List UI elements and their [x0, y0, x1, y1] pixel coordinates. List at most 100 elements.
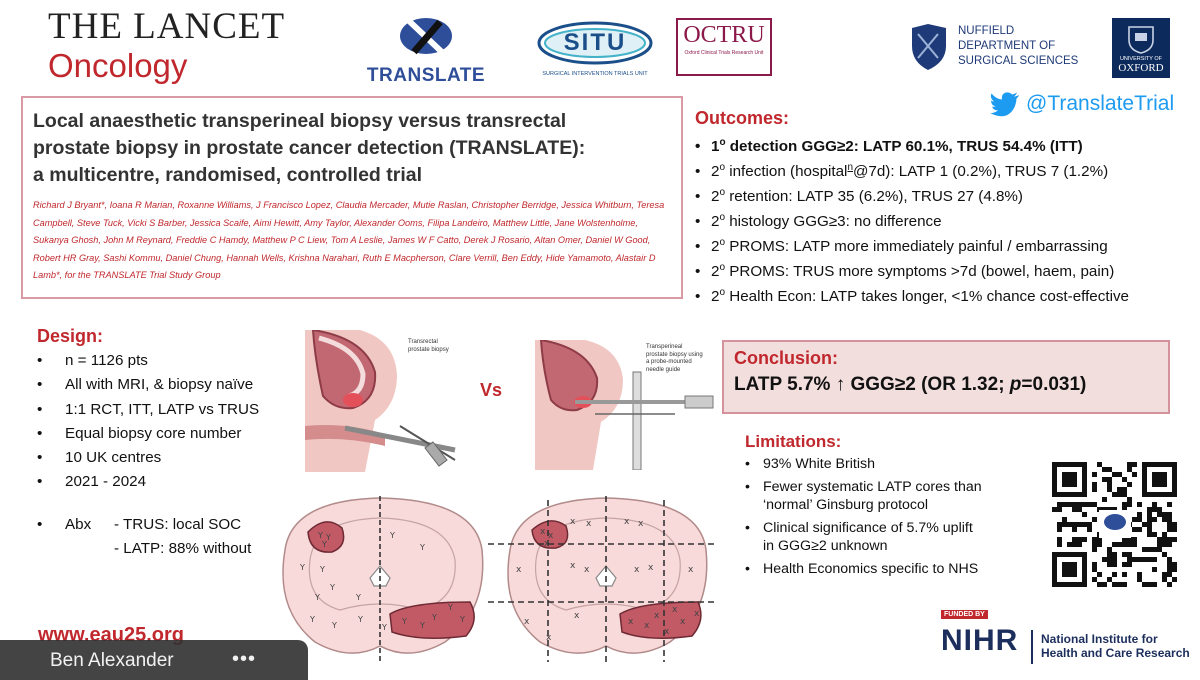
svg-text:x: x	[654, 611, 660, 621]
svg-text:x: x	[688, 565, 694, 575]
svg-text:x: x	[516, 565, 522, 575]
oxford-crest-icon	[1128, 26, 1154, 54]
svg-text:Y: Y	[389, 531, 395, 540]
speaker-name: Ben Alexander	[50, 650, 174, 671]
paper-title: Local anaesthetic transperineal biopsy v…	[33, 108, 671, 189]
svg-text:Y: Y	[431, 613, 437, 622]
paper-title-line-3: a multicentre, randomised, controlled tr…	[33, 164, 423, 186]
transperineal-caption: Transperineal prostate biopsy using a pr…	[646, 344, 703, 374]
octru-subtitle: Oxford Clinical Trials Research Unit	[684, 50, 764, 56]
svg-text:x: x	[680, 617, 686, 627]
paper-title-line-2: prostate biopsy in prostate cancer detec…	[33, 137, 586, 159]
qr-code[interactable]	[1049, 460, 1181, 590]
nihr-wordmark: NIHR	[941, 624, 1019, 657]
conclusion-text: LATP 5.7% ↑ GGG≥2 (OR 1.32; p=0.031)	[734, 374, 1087, 395]
limitation-item: Fewer systematic LATP cores than‘normal’…	[745, 478, 1045, 515]
transperineal-caption-line-1: Transperineal	[646, 344, 683, 350]
outcome-item: 2o PROMS: TRUS more symptoms >7d (bowel,…	[695, 259, 1200, 284]
outcome-item: 2o retention: LATP 35 (6.2%), TRUS 27 (4…	[695, 184, 1200, 209]
situ-logo-text: SITU	[563, 29, 627, 56]
limitation-item: 93% White British	[745, 455, 1045, 474]
design-list: n = 1126 pts All with MRI, & biopsy naïv…	[37, 349, 307, 495]
svg-text:Y: Y	[329, 583, 335, 592]
outcomes-heading: Outcomes:	[695, 108, 790, 128]
nuffield-line-1: NUFFIELD	[958, 25, 1015, 37]
nihr-divider	[1031, 630, 1033, 664]
abx-trus: - TRUS: local SOC	[114, 516, 242, 533]
svg-text:x: x	[540, 527, 546, 537]
oxford-line-2: OXFORD	[1118, 62, 1164, 74]
oxford-logo: UNIVERSITY OF OXFORD	[1112, 18, 1170, 78]
svg-text:x: x	[524, 617, 530, 627]
paper-title-line-1: Local anaesthetic transperineal biopsy v…	[33, 110, 567, 132]
vs-label: Vs	[480, 380, 503, 400]
outcome-item: 2o infection (hospitaln@7d): LATP 1 (0.2…	[695, 159, 1200, 184]
svg-text:Y: Y	[419, 543, 425, 552]
svg-text:x: x	[694, 609, 700, 619]
qr-code-icon	[1052, 462, 1177, 587]
outcome-item: 2o PROMS: LATP more immediately painful …	[695, 234, 1200, 259]
twitter-handle: @TranslateTrial	[1026, 92, 1175, 115]
svg-text:Y: Y	[459, 615, 465, 624]
limitations-heading: Limitations:	[745, 432, 842, 451]
situ-logo-swoosh	[537, 21, 653, 65]
lancet-title: THE LANCET	[48, 6, 286, 47]
svg-text:Y: Y	[401, 617, 407, 626]
limitations-list: 93% White British Fewer systematic LATP …	[745, 455, 1045, 578]
transperineal-illustration	[535, 340, 714, 470]
paper-authors: Richard J Bryant*, Ioana R Marian, Roxan…	[33, 200, 665, 280]
design-item: 2021 - 2024	[37, 470, 307, 495]
translate-logo-text: TRANSLATE	[366, 65, 486, 86]
conclusion-box: Conclusion: LATP 5.7% ↑ GGG≥2 (OR 1.32; …	[722, 340, 1170, 414]
svg-text:x: x	[664, 627, 670, 637]
abx-label: Abx	[65, 516, 92, 533]
svg-text:x: x	[570, 517, 576, 527]
lancet-logo: THE LANCET Oncology	[48, 8, 308, 90]
nuffield-line-3: SURGICAL SCIENCES	[958, 55, 1079, 67]
svg-text:Y: Y	[299, 563, 305, 572]
translate-logo-icon	[400, 17, 452, 57]
octru-logo-text: OCTRU	[683, 22, 765, 48]
twitter-handle-row[interactable]: @TranslateTrial	[990, 90, 1195, 120]
situ-subtitle: SURGICAL INTERVENTION TRIALS UNIT	[542, 71, 648, 77]
svg-text:x: x	[672, 605, 678, 615]
nihr-funded-by: FUNDED BY	[941, 610, 988, 619]
svg-text:Y: Y	[357, 615, 363, 624]
svg-text:x: x	[546, 633, 552, 643]
svg-text:x: x	[638, 519, 644, 529]
svg-text:Y: Y	[314, 593, 320, 602]
octru-logo: OCTRU Oxford Clinical Trials Research Un…	[676, 18, 772, 76]
svg-text:x: x	[586, 519, 592, 529]
svg-text:x: x	[570, 561, 576, 571]
nuffield-crest-icon	[912, 24, 946, 70]
svg-text:Y: Y	[319, 565, 325, 574]
svg-text:x: x	[634, 565, 640, 575]
transperineal-caption-line-3: a probe-mounted	[646, 359, 692, 365]
abx-bullet: •	[37, 516, 43, 533]
nihr-name-line-2: Health and Care Research	[1041, 646, 1190, 660]
svg-text:Y: Y	[321, 540, 327, 549]
transrectal-caption: Transrectal prostate biopsy	[408, 338, 449, 354]
translate-logo: TRANSLATE	[356, 14, 496, 86]
transrectal-caption-line-1: Transrectal	[408, 339, 438, 345]
speaker-tile[interactable]: Ben Alexander •••	[0, 640, 308, 680]
outcomes-list: 1o detection GGG≥2: LATP 60.1%, TRUS 54.…	[695, 134, 1200, 309]
oxford-line-1: UNIVERSITY OF	[1119, 56, 1163, 62]
conclusion-heading: Conclusion:	[734, 348, 838, 368]
svg-text:x: x	[648, 563, 654, 573]
more-options-button[interactable]: •••	[232, 648, 257, 670]
svg-text:x: x	[644, 621, 650, 631]
svg-text:Y: Y	[447, 603, 453, 612]
svg-text:Y: Y	[309, 615, 315, 624]
svg-text:Y: Y	[331, 621, 337, 630]
transperineal-caption-line-2: prostate biopsy using	[646, 351, 703, 358]
outcome-item: 2o Health Econ: LATP takes longer, <1% c…	[695, 284, 1200, 309]
nuffield-line-2: DEPARTMENT OF	[958, 40, 1056, 52]
transrectal-illustration	[305, 330, 456, 472]
limitations-section: Limitations: 93% White British Fewer sys…	[745, 432, 1045, 592]
design-section: Design: n = 1126 pts All with MRI, & bio…	[37, 326, 307, 566]
